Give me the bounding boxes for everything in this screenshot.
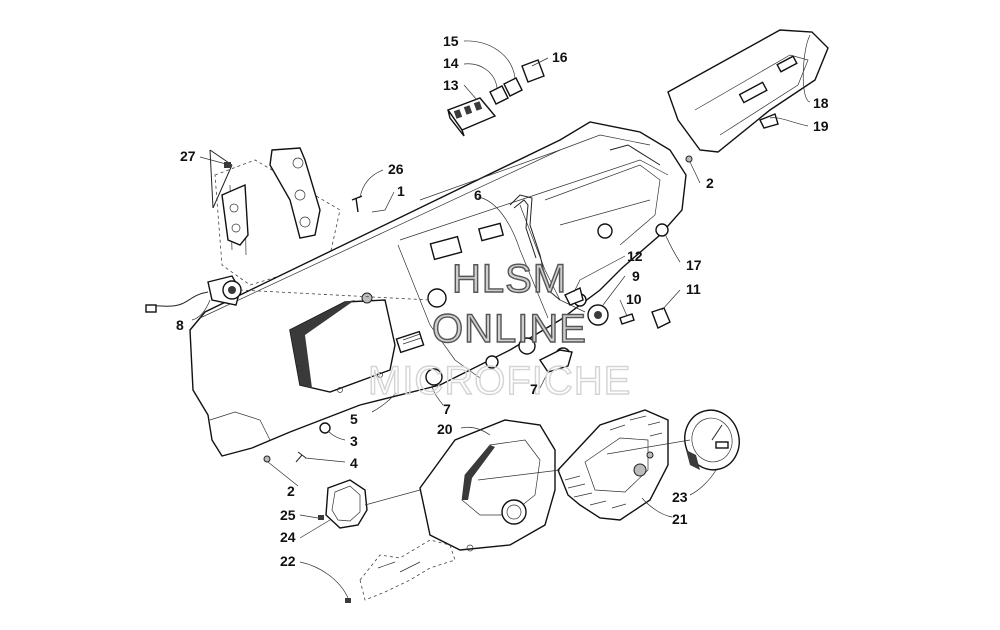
callout-2-lower: 2	[287, 483, 295, 499]
watermark-line-2: ONLINE	[432, 307, 587, 351]
watermark-line-1: HLSM	[452, 257, 567, 301]
callout-14: 14	[443, 55, 459, 71]
switch-cluster	[446, 59, 545, 137]
leader-lines	[191, 34, 811, 599]
callout-6: 6	[474, 187, 482, 203]
lower-bracket	[345, 539, 456, 603]
callout-labels: 15 14 13 16 18 19 27 26 1 6 2 12 9 17 10…	[176, 33, 829, 569]
dash-panel	[189, 121, 687, 457]
callout-3: 3	[350, 433, 358, 449]
callout-1: 1	[397, 183, 405, 199]
gauge-pod	[419, 419, 556, 552]
small-switches	[538, 223, 671, 373]
watermark-line-3: MICROFICHE	[368, 359, 631, 403]
callout-15: 15	[443, 33, 459, 49]
callout-19: 19	[813, 118, 829, 134]
instrument-hood	[667, 29, 829, 153]
retaining-ring	[318, 479, 368, 529]
speedometer	[684, 409, 740, 471]
callout-11: 11	[686, 281, 701, 297]
frame-bracket	[209, 147, 341, 286]
callout-17: 17	[686, 257, 702, 273]
callout-16: 16	[552, 49, 568, 65]
callout-4: 4	[350, 455, 358, 471]
callout-7-right: 7	[530, 381, 538, 397]
callout-5: 5	[350, 411, 358, 427]
callout-23: 23	[672, 489, 688, 505]
gauge-decal	[557, 409, 669, 521]
callout-21: 21	[672, 511, 688, 527]
callout-13: 13	[443, 77, 459, 93]
callout-2-upper: 2	[706, 175, 714, 191]
callout-10: 10	[626, 291, 642, 307]
callout-20: 20	[437, 421, 453, 437]
ignition-switch	[145, 275, 431, 313]
callout-7-left: 7	[443, 401, 451, 417]
callout-18: 18	[813, 95, 829, 111]
callout-27: 27	[180, 148, 196, 164]
callout-25: 25	[280, 507, 296, 523]
watermark: HLSM ONLINE MICROFICHE	[367, 256, 631, 403]
fasteners	[263, 155, 693, 463]
callout-24: 24	[280, 529, 296, 545]
callout-22: 22	[280, 553, 296, 569]
callout-9: 9	[632, 268, 640, 284]
callout-12: 12	[627, 248, 643, 264]
callout-26: 26	[388, 161, 404, 177]
callout-8: 8	[176, 317, 184, 333]
